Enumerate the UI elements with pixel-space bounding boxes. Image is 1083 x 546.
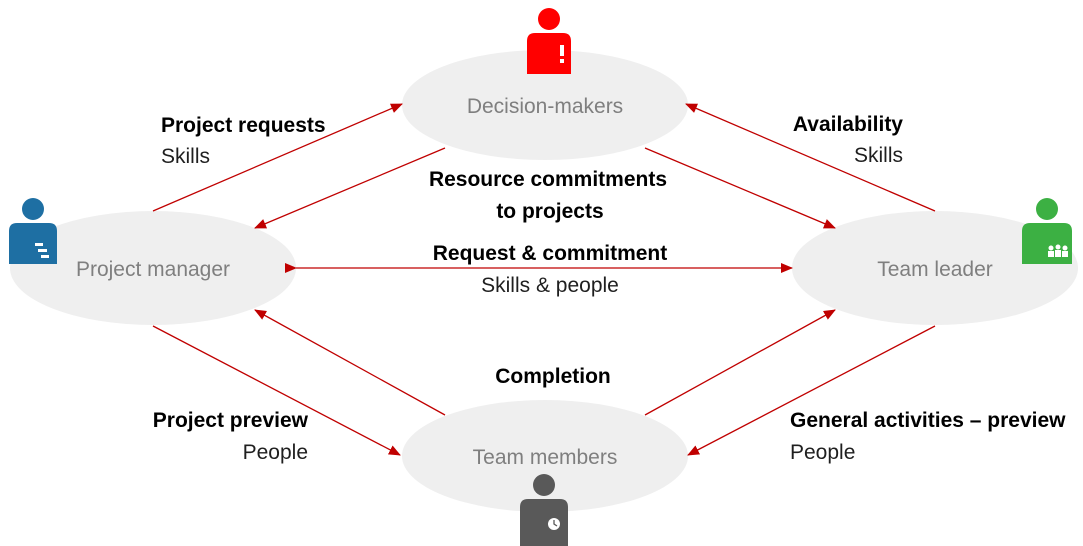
person-clock-icon-body — [520, 499, 568, 546]
person-team-icon-member1-body — [1048, 251, 1054, 257]
edge-general-activities-title: General activities – preview — [790, 409, 1066, 432]
edge-resource-commitments-line1: Resource commitments — [429, 168, 667, 191]
node-project-manager-label: Project manager — [76, 258, 230, 281]
person-alert-icon-head — [538, 8, 560, 30]
edge-project-preview-title: Project preview — [153, 409, 309, 432]
arrow-tl-to-tm — [687, 325, 936, 456]
person-clock-icon-hands — [553, 520, 558, 527]
arrows — [152, 103, 936, 456]
node-team-members-label: Team members — [473, 446, 618, 469]
node-decision-makers-shape — [402, 50, 688, 160]
person-alert-icon-mark — [560, 45, 564, 56]
person-alert-icon — [527, 8, 571, 74]
person-team-icon-member3-body — [1062, 251, 1068, 257]
person-gantt-icon — [9, 198, 57, 264]
edge-general-activities-sub: People — [790, 441, 855, 464]
person-team-icon-body — [1022, 223, 1072, 264]
person-team-icon-member3 — [1062, 245, 1068, 251]
node-project-manager: Project manager — [10, 211, 296, 325]
node-decision-makers: Decision-makers — [402, 50, 688, 160]
node-project-manager-shape — [10, 211, 296, 325]
person-team-icon-member2 — [1055, 244, 1061, 250]
edge-resource-commitments-line2: to projects — [496, 200, 603, 223]
edge-project-preview-sub: People — [243, 441, 308, 464]
arrow-dm-to-pm — [254, 147, 446, 229]
arrow-pm-to-dm — [152, 103, 403, 212]
person-team-icon — [1022, 198, 1072, 264]
arrow-tl-to-dm — [685, 103, 936, 212]
node-team-leader: Team leader — [792, 211, 1078, 325]
person-gantt-icon-bar2 — [38, 249, 47, 252]
person-gantt-icon-head — [22, 198, 44, 220]
person-alert-icon-body — [527, 33, 571, 74]
node-team-members-shape — [402, 400, 688, 512]
person-clock-icon-head — [533, 474, 555, 496]
node-team-members: Team members — [402, 400, 688, 512]
person-gantt-icon-bar1 — [35, 243, 43, 246]
person-team-icon-head — [1036, 198, 1058, 220]
edge-request-commitment-sub: Skills & people — [481, 274, 619, 297]
person-gantt-icon-bar3 — [41, 255, 49, 258]
person-clock-icon — [520, 474, 568, 546]
person-team-icon-member1 — [1048, 245, 1054, 251]
person-team-icon-member2-body — [1055, 250, 1061, 257]
person-alert-icon-dot — [560, 59, 564, 63]
arrow-pm-to-tm — [152, 325, 401, 456]
edge-completion-title: Completion — [495, 365, 611, 388]
arrow-tm-to-tl — [644, 309, 836, 416]
node-team-leader-label: Team leader — [877, 258, 993, 281]
edge-availability-sub: Skills — [854, 144, 903, 167]
person-gantt-icon-body — [9, 223, 57, 264]
edge-request-commitment-title: Request & commitment — [433, 242, 668, 265]
arrow-tm-to-pm — [254, 309, 446, 416]
edge-project-requests-title: Project requests — [161, 114, 326, 137]
node-decision-makers-label: Decision-makers — [467, 95, 623, 118]
node-team-leader-shape — [792, 211, 1078, 325]
edge-project-requests-sub: Skills — [161, 145, 210, 168]
edge-availability-title: Availability — [793, 113, 903, 136]
arrow-dm-to-tl — [644, 147, 836, 229]
